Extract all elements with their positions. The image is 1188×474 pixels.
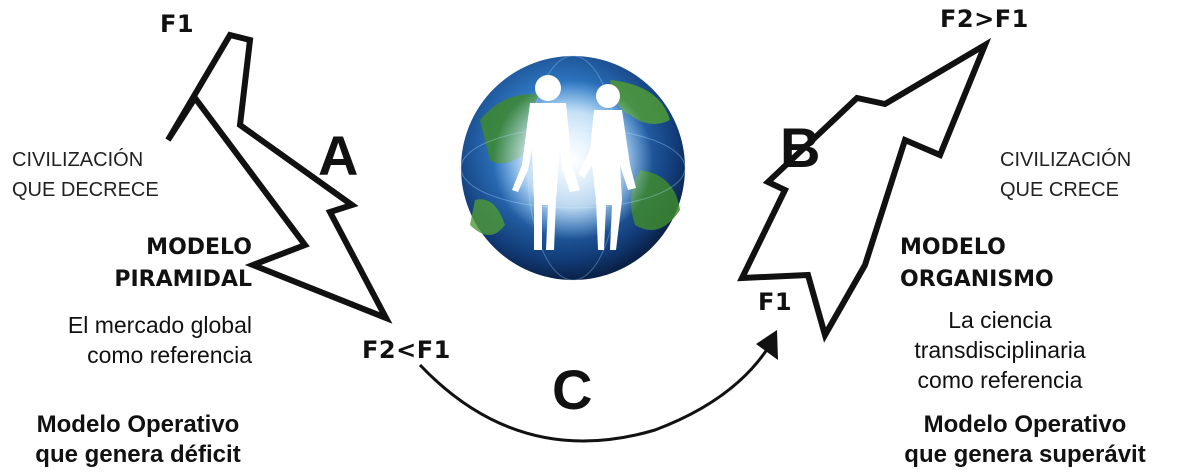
left-model-description-line-1: El mercado global: [67, 312, 252, 338]
arrow-c-letter: C: [552, 358, 593, 421]
left-civilization-line-2: QUE DECRECE: [12, 179, 159, 201]
left-operative-line-1: Modelo Operativo: [36, 411, 240, 438]
left-model-title-line-1: MODELO: [146, 235, 252, 260]
arrow-a: [165, 31, 393, 324]
right-operative-line-1: Modelo Operativo: [923, 411, 1127, 438]
right-model-title: MODELO ORGANISMO: [900, 232, 1054, 296]
arrow-b-end-label: F2>F1: [940, 5, 1029, 33]
left-model-description: El mercado global como referencia: [10, 310, 252, 370]
left-civilization-label: CIVILIZACIÓN QUE DECRECE: [12, 145, 159, 205]
arrow-b-letter: B: [780, 116, 821, 179]
right-model-description-line-3: como referencia: [917, 367, 1083, 393]
arrow-b: [737, 37, 992, 343]
right-operative-model: Modelo Operativo que genera superávit: [880, 410, 1170, 470]
left-model-description-line-2: como referencia: [87, 342, 252, 368]
globe-with-human-figures-icon: [460, 55, 686, 281]
arrow-b-start-label: F1: [758, 288, 793, 316]
right-civilization-line-2: QUE CRECE: [1000, 179, 1119, 201]
left-operative-model: Modelo Operativo que genera déficit: [18, 410, 258, 470]
left-operative-line-2: que genera déficit: [35, 441, 241, 468]
arrow-a-start-label: F1: [160, 10, 195, 38]
arrow-c-curve: [418, 344, 772, 443]
arrow-a-end-label: F2<F1: [362, 336, 451, 364]
left-civilization-line-1: CIVILIZACIÓN: [12, 149, 144, 171]
arrow-a-letter: A: [318, 124, 359, 187]
right-model-title-line-2: ORGANISMO: [900, 267, 1054, 292]
left-model-title: MODELO PIRAMIDAL: [40, 232, 252, 296]
right-model-description: La ciencia transdisciplinaria como refer…: [880, 305, 1120, 395]
arrow-c-head: [756, 330, 778, 360]
right-civilization-label: CIVILIZACIÓN QUE CRECE: [1000, 145, 1131, 205]
right-model-title-line-1: MODELO: [900, 235, 1006, 260]
right-civilization-line-1: CIVILIZACIÓN: [1000, 149, 1132, 171]
left-model-title-line-2: PIRAMIDAL: [114, 267, 252, 292]
right-operative-line-2: que genera superávit: [904, 441, 1146, 468]
right-model-description-line-1: La ciencia: [948, 307, 1052, 333]
right-model-description-line-2: transdisciplinaria: [914, 337, 1086, 363]
